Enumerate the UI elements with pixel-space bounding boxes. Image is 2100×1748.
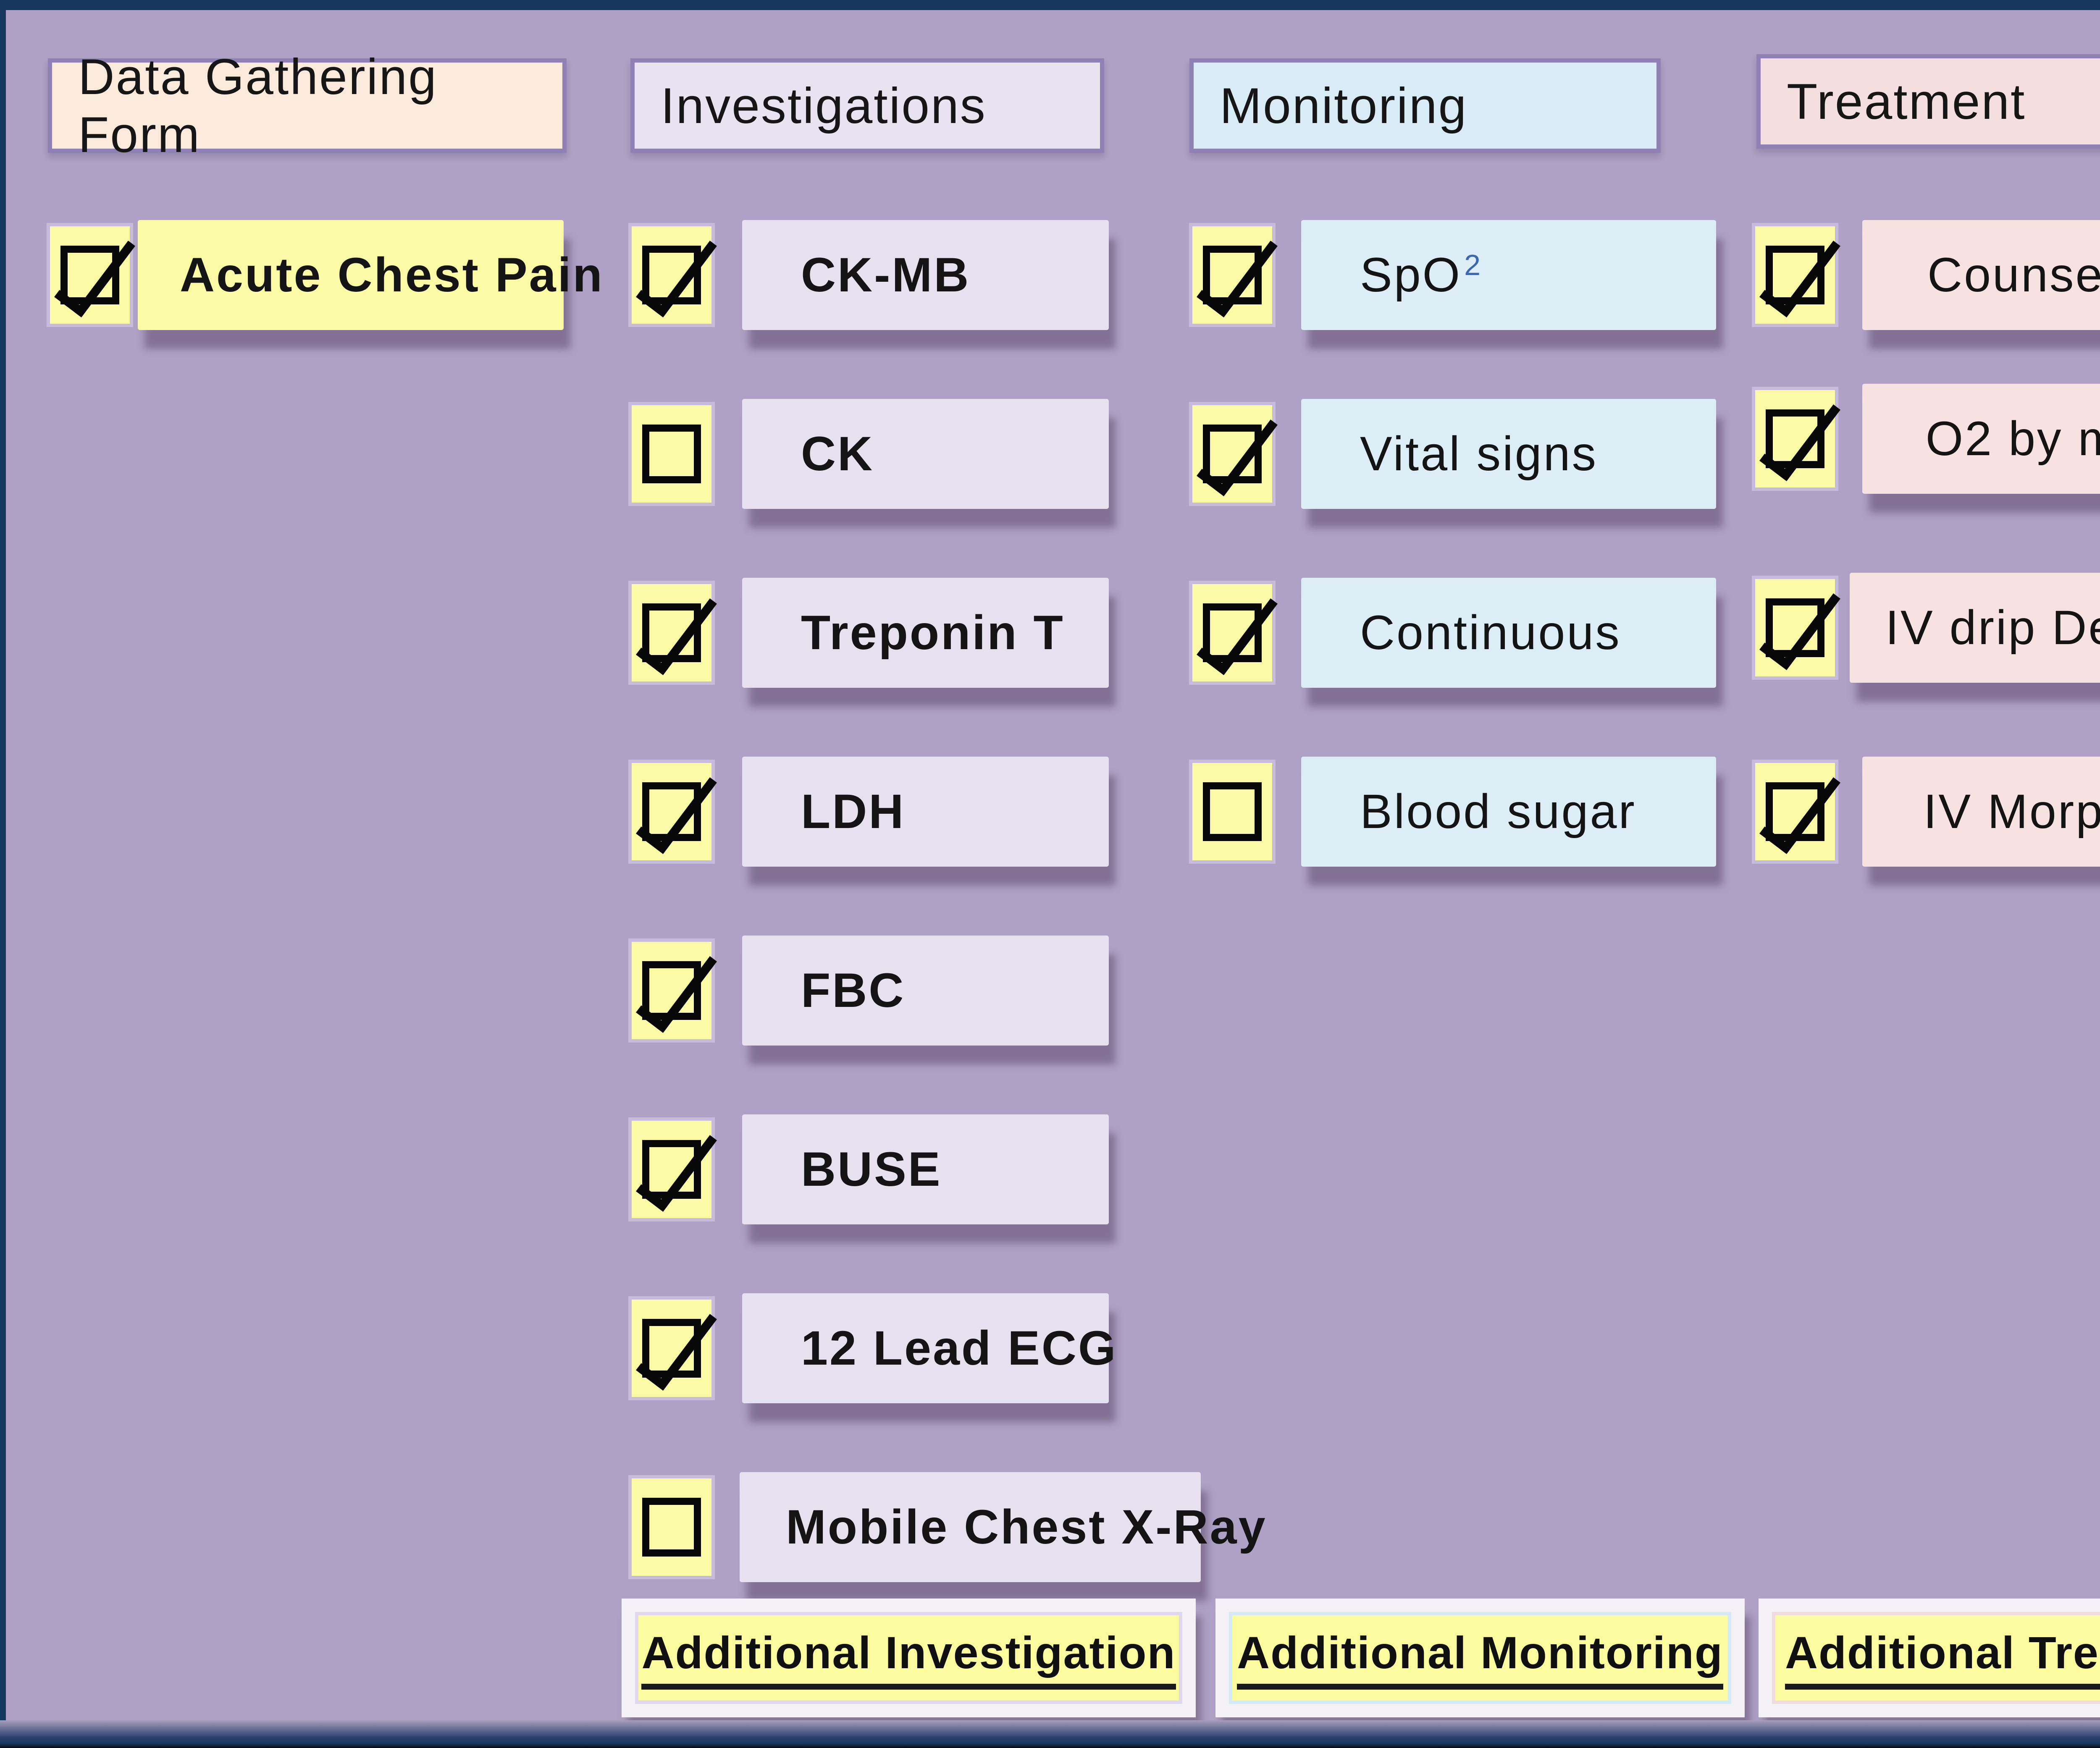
label-text: SpO2 [1360, 248, 1483, 302]
checkbox-counselling[interactable] [1755, 226, 1835, 324]
checkbox-icon [60, 246, 119, 304]
label-text: Blood sugar [1360, 785, 1636, 839]
additional-investigation-button[interactable]: Additional Investigation [622, 1599, 1196, 1717]
label-text: IV drip Dextrose 5% [1885, 601, 2100, 655]
checkbox-o2-by-mask[interactable] [1755, 390, 1835, 487]
label-o2-by-mask: O2 by mask [1862, 384, 2100, 494]
label-12-lead-ecg: 12 Lead ECG [742, 1293, 1116, 1403]
checkbox-buse[interactable] [632, 1121, 711, 1218]
label-text: Continuous [1360, 606, 1621, 660]
label-counselling: Counselling [1862, 220, 2100, 330]
checkbox-vital-signs[interactable] [1192, 405, 1272, 503]
label-text: O2 by mask [1925, 412, 2100, 466]
label-text: BUSE [801, 1143, 942, 1196]
label-blood-sugar: Blood sugar [1301, 757, 1716, 867]
additional-monitoring-button-face: Additional Monitoring [1229, 1612, 1731, 1704]
additional-treatment-button-face: Additional Treatment [1772, 1612, 2100, 1704]
header-data-gathering-form: Data Gathering Form [48, 49, 567, 163]
checkbox-mobile-chest-x-ray[interactable] [632, 1478, 711, 1576]
label-fbc: FBC [742, 936, 1109, 1046]
checkbox-icon [642, 961, 701, 1020]
label-text: IV Morphine [1923, 785, 2100, 839]
checkbox-icon [642, 246, 701, 304]
label-text: Vital signs [1360, 427, 1598, 481]
additional-investigation-button-face: Additional Investigation [635, 1612, 1182, 1704]
button-label: Additional Treatment [1785, 1626, 2100, 1690]
checkbox-icon [1766, 246, 1824, 304]
checkbox-icon [1766, 409, 1824, 468]
checkbox-treponin-t[interactable] [632, 584, 711, 681]
label-text: Treponin T [801, 606, 1065, 660]
checkbox-icon [642, 1498, 701, 1557]
label-text: 12 Lead ECG [801, 1321, 1118, 1375]
label-iv-morphine: IV Morphine [1862, 757, 2100, 867]
label-text: Counselling [1927, 248, 2100, 302]
checkbox-blood-sugar[interactable] [1192, 763, 1272, 860]
checkbox-icon [1203, 246, 1262, 304]
checkbox-continuous[interactable] [1192, 584, 1272, 681]
bottom-frame-border [0, 1720, 2100, 1748]
spo2-superscript: 2 [1464, 248, 1483, 281]
label-text: CK [801, 427, 874, 481]
label-ck: CK [742, 399, 1109, 509]
checkbox-12-lead-ecg[interactable] [632, 1300, 711, 1397]
header-treatment: Treatment [1756, 54, 2100, 149]
label-text: CK-MB [801, 248, 971, 302]
label-vital-signs: Vital signs [1301, 399, 1716, 509]
label-treponin-t: Treponin T [742, 578, 1109, 688]
button-label: Additional Monitoring [1237, 1626, 1723, 1690]
checkbox-acute-chest-pain[interactable] [50, 226, 130, 324]
additional-monitoring-button[interactable]: Additional Monitoring [1215, 1599, 1745, 1717]
header-monitoring: Monitoring [1189, 58, 1661, 153]
header-investigations: Investigations [630, 58, 1104, 153]
label-ldh: LDH [742, 757, 1109, 867]
label-text: Acute Chest Pain [180, 248, 604, 302]
checkbox-ck[interactable] [632, 405, 711, 503]
checkbox-icon [642, 1140, 701, 1199]
checkbox-iv-morphine[interactable] [1755, 763, 1835, 860]
label-buse: BUSE [742, 1114, 1109, 1224]
checkbox-icon [642, 1319, 701, 1378]
checkbox-icon [642, 425, 701, 483]
checkbox-spo2[interactable] [1192, 226, 1272, 324]
label-ck-mb: CK-MB [742, 220, 1109, 330]
checkbox-icon [1766, 782, 1824, 841]
checkbox-icon [1203, 603, 1262, 662]
checkbox-icon [1766, 598, 1824, 657]
label-text: LDH [801, 785, 906, 839]
checkbox-fbc[interactable] [632, 942, 711, 1039]
label-iv-drip-dextrose: IV drip Dextrose 5% [1850, 573, 2100, 683]
checkbox-icon [642, 782, 701, 841]
checkbox-icon [642, 603, 701, 662]
label-text: FBC [801, 964, 906, 1017]
label-spo2: SpO2 [1301, 220, 1716, 330]
checkbox-ck-mb[interactable] [632, 226, 711, 324]
label-mobile-chest-x-ray: Mobile Chest X-Ray [740, 1472, 1265, 1582]
checkbox-ldh[interactable] [632, 763, 711, 860]
label-continuous: Continuous [1301, 578, 1716, 688]
label-acute-chest-pain: Acute Chest Pain [138, 220, 602, 330]
checkbox-icon [1203, 782, 1262, 841]
checkbox-icon [1203, 425, 1262, 483]
additional-treatment-button[interactable]: Additional Treatment [1759, 1599, 2100, 1717]
checkbox-iv-drip-dextrose[interactable] [1755, 579, 1835, 676]
label-text: Mobile Chest X-Ray [786, 1500, 1267, 1554]
button-label: Additional Investigation [641, 1626, 1176, 1690]
